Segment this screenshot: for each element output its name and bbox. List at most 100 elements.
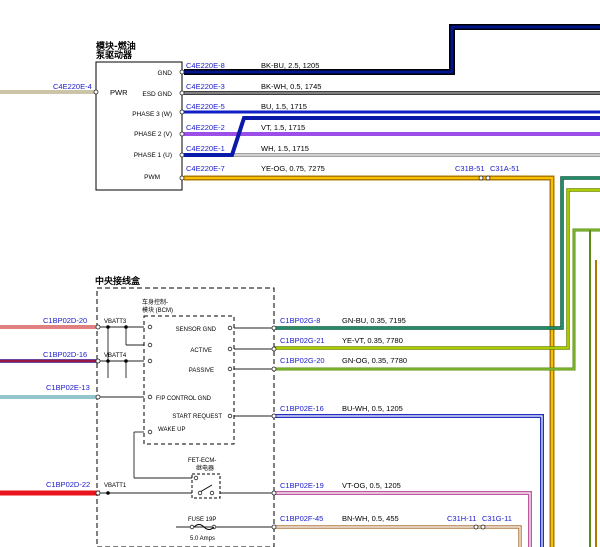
fet-ecm-relay [191,473,221,499]
bcm-node-1 [147,324,153,330]
connector-c4e220e-7: C4E220E-7 [186,164,225,173]
junction-dot-1 [106,325,110,329]
wire-bundle-bu-wh [274,414,544,547]
wire-bundle-vt-og [274,491,532,547]
pin-c1bp02g-21 [271,346,277,352]
junction-dot-2 [124,325,128,329]
wire-spec-bk-bu: BK-BU, 2.5, 1205 [261,61,319,70]
connector-c1bp02e-19: C1BP02E-19 [280,481,324,490]
module-title-line1: 模块-燃油 [96,40,136,52]
pin-fp [95,394,101,400]
connector-c4e220e-3: C4E220E-3 [186,82,225,91]
connector-c1bp02f-45: C1BP02F-45 [280,514,323,523]
bcm-pin-wake-up: WAKE UP [158,427,185,433]
pin-label-phase3: PHASE 3 (W) [132,111,172,118]
bcm-pin-passive: PASSIVE [189,368,214,374]
connector-c1bp02d-22: C1BP02D-22 [46,480,90,489]
splice-point-1 [478,175,484,181]
wire-spec-ye-og: YE-OG, 0.75, 7275 [261,164,325,173]
bcm-box [143,315,235,445]
bcm-pin-fp-control-gnd: F/P CONTROL GND [156,396,212,402]
connector-c1bp02e-16: C1BP02E-16 [280,404,324,413]
wire-blue-crossing [184,116,600,157]
fuse-19p [189,524,217,530]
vbatt4-label: VBATT4 [104,353,127,359]
bcm-title-line2: 模块 (BCM) [142,306,173,314]
bcm-node-8 [227,366,233,372]
pwr-label: PWR [110,88,128,97]
wire-spec-bu: BU, 1.5, 1715 [261,102,307,111]
pin-c1bp02f-45 [271,524,277,530]
relay-title-line1: FET-ECM- [188,458,216,464]
bcm-node-3 [147,358,153,364]
connector-c4e220e-1: C4E220E-1 [186,144,225,153]
vbatt3-label: VBATT3 [104,319,127,325]
bcm-title-line1: 车身控制- [142,298,168,306]
connector-c1bp02g-8: C1BP02G-8 [280,316,320,325]
fuel-pump-module [95,61,183,191]
wire-pwm-ye-og [184,175,555,547]
wire-bundle-ye-vt [274,188,600,350]
wire-gnd-bk-bu [184,24,600,75]
module-title-line2: 泵驱动器 [96,50,133,61]
pin-esd-gnd [179,90,185,96]
wire-spec-wh: WH, 1.5, 1715 [261,144,309,153]
pin-c1bp02g-8 [271,325,277,331]
connector-c1bp02g-21: C1BP02G-21 [280,336,325,345]
splice-point-3 [473,524,479,530]
vbatt1-label: VBATT1 [104,483,127,489]
junction-dot-4 [124,359,128,363]
connector-c4e220e-4: C4E220E-4 [53,82,92,91]
pin-label-phase1: PHASE 1 (U) [134,152,172,159]
splice-point-2 [485,175,491,181]
wire-bundle-bn-wh [274,525,522,547]
wire-bundle-gn-og [274,228,600,371]
pin-phase2 [179,131,185,137]
bcm-pin-active: ACTIVE [190,348,212,354]
pin-label-phase2: PHASE 2 (V) [134,131,172,138]
wire-right-edge-lines [589,230,597,547]
junction-dot-5 [106,491,110,495]
wire-spec-gn-og: GN-OG, 0.35, 7780 [342,356,407,365]
bcm-node-2 [147,342,153,348]
pin-label-gnd: GND [158,70,173,77]
pin-phase1 [179,152,185,158]
splice-c31g-11: C31G-11 [482,514,512,523]
fuse-label: FUSE 19P [188,517,216,523]
bcm-node-4 [147,394,153,400]
fuse-rating: 5.0 Amps [190,536,215,542]
splice-c31b-51: C31B-51 [455,164,485,173]
pin-gnd [179,69,185,75]
wire-bundle-green-teal [274,176,600,330]
wire-spec-gn-bu: GN-BU, 0.35, 7195 [342,316,406,325]
bcm-node-5 [147,429,153,435]
wire-spec-bk-wh: BK-WH, 0.5, 1745 [261,82,321,91]
connector-c1bp02e-13: C1BP02E-13 [46,383,90,392]
pin-phase3 [179,109,185,115]
relay-title-line2: 继电器 [196,464,214,472]
wire-spec-bu-wh: BU-WH, 0.5, 1205 [342,404,403,413]
bcm-node-6 [227,325,233,331]
connector-c4e220e-2: C4E220E-2 [186,123,225,132]
wire-spec-vt-og: VT-OG, 0.5, 1205 [342,481,401,490]
pin-c1bp02e-19 [271,490,277,496]
pin-c1bp02e-16 [271,413,277,419]
wire-spec-ye-vt: YE-VT, 0.35, 7780 [342,336,403,345]
pin-pwr [93,89,99,95]
connector-c4e220e-8: C4E220E-8 [186,61,225,70]
junction-title: 中央接线盒 [95,275,141,287]
bcm-node-9 [227,413,233,419]
pin-pwm [179,175,185,181]
pin-label-pwm: PWM [144,174,160,181]
bcm-pin-start-request: START REQUEST [172,414,222,420]
pin-vbatt4 [95,358,101,364]
splice-point-4 [480,524,486,530]
pin-vbatt3 [95,324,101,330]
connector-c4e220e-5: C4E220E-5 [186,102,225,111]
connector-c1bp02d-20: C1BP02D-20 [43,316,87,325]
bcm-pin-sensor-gnd: SENSOR GND [176,327,217,333]
pin-c1bp02g-20 [271,366,277,372]
wire-spec-vt: VT, 1.5, 1715 [261,123,305,132]
connector-c1bp02g-20: C1BP02G-20 [280,356,325,365]
